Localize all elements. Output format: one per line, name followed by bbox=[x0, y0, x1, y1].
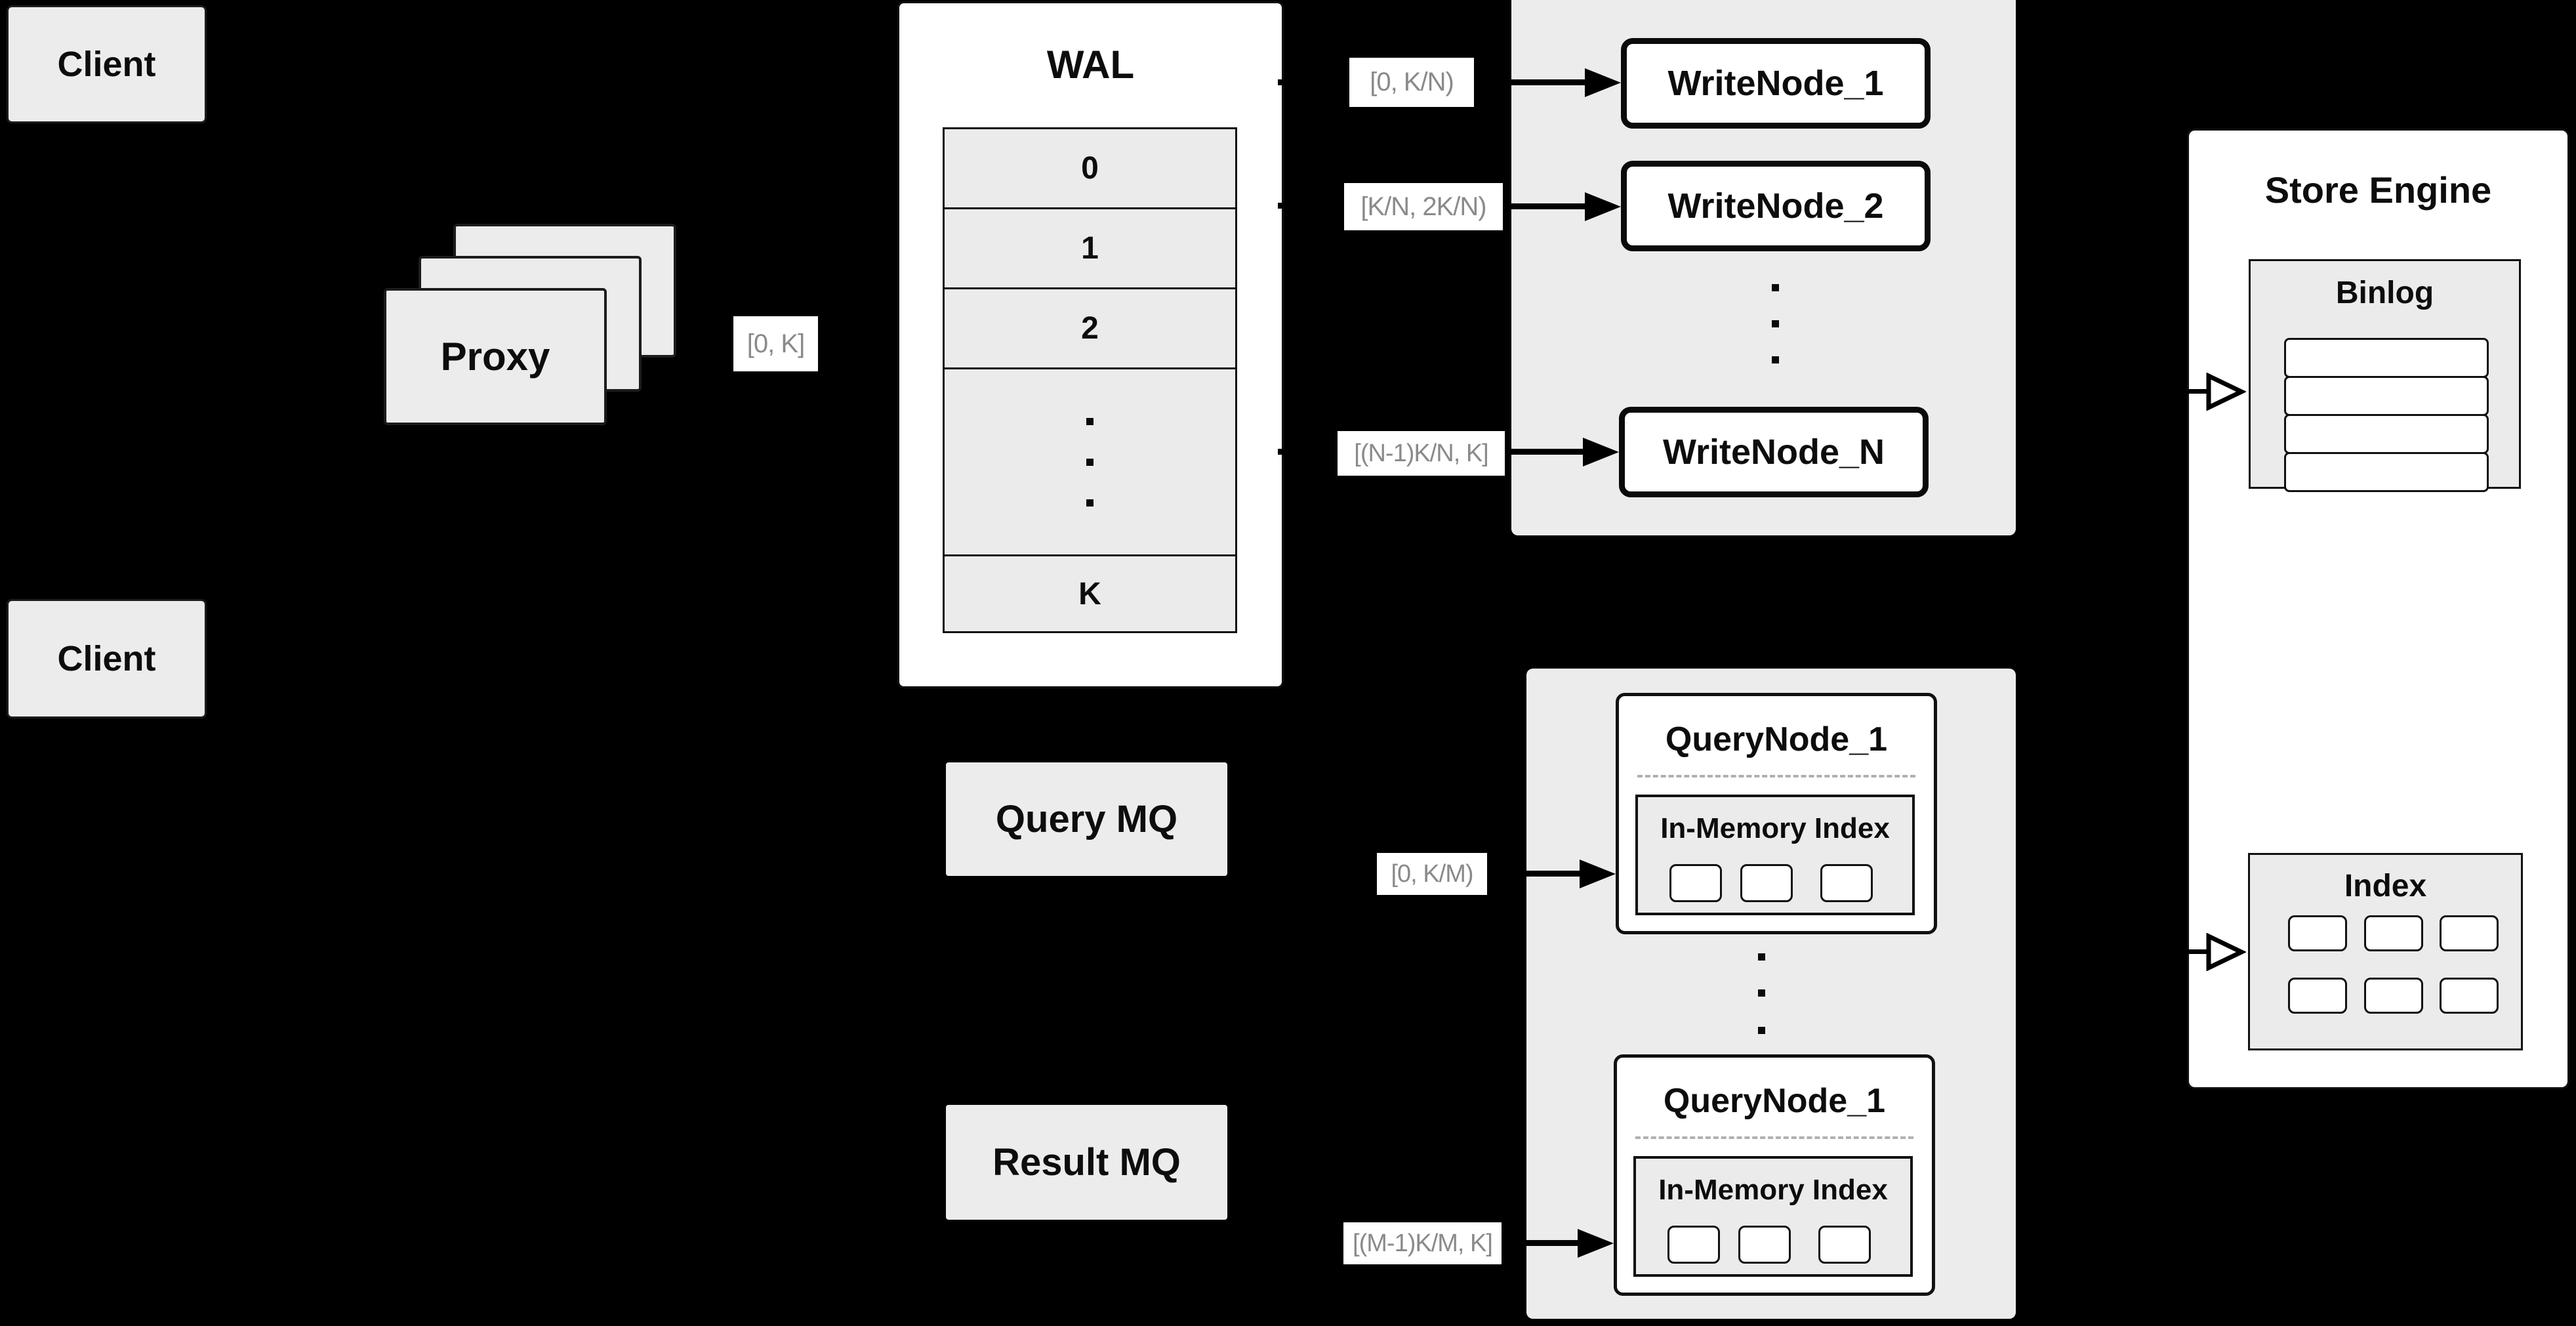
binlog-row bbox=[2284, 452, 2489, 492]
right-arrow-icon bbox=[1583, 438, 1619, 466]
range-label-writeN: [(N-1)K/N, K] bbox=[1338, 431, 1505, 476]
arrow-shaft-binlog bbox=[2158, 389, 2211, 394]
write-node-n: WriteNode_N bbox=[1619, 407, 1929, 497]
ellipsis-dot bbox=[1772, 284, 1779, 291]
wal-row-0: 0 bbox=[943, 127, 1237, 209]
range-label-write1-text: [0, K/N) bbox=[1370, 68, 1454, 96]
query-node-2-title: QueryNode_1 bbox=[1663, 1082, 1886, 1120]
index-title: Index bbox=[2344, 868, 2427, 903]
in-memory-index-box-1: In-Memory Index bbox=[1635, 795, 1915, 915]
range-label-write1: [0, K/N) bbox=[1349, 58, 1474, 107]
right-arrow-icon bbox=[1585, 68, 1621, 97]
ellipsis-dot bbox=[1086, 417, 1094, 425]
result-mq-box: Result MQ bbox=[946, 1105, 1227, 1220]
binlog-title: Binlog bbox=[2335, 275, 2434, 310]
binlog-row bbox=[2284, 338, 2489, 378]
right-arrow-icon bbox=[1580, 860, 1616, 888]
wal-row-2: 2 bbox=[943, 287, 1237, 369]
query-mq-label: Query MQ bbox=[995, 798, 1178, 840]
query-mq-box: Query MQ bbox=[946, 762, 1227, 876]
hollow-right-arrow-icon bbox=[2206, 933, 2246, 971]
arrow-shaft-write2 bbox=[1503, 203, 1585, 209]
binlog-row bbox=[2284, 414, 2489, 454]
in-memory-index-box-2: In-Memory Index bbox=[1633, 1156, 1913, 1277]
write-node-1-label: WriteNode_1 bbox=[1667, 64, 1884, 103]
wal-panel: WAL 0 1 2 K bbox=[897, 1, 1284, 688]
right-arrow-icon bbox=[1578, 1229, 1614, 1258]
index-cell bbox=[2440, 915, 2499, 951]
range-label-queryM: [(M-1)K/M, K] bbox=[1343, 1222, 1502, 1264]
query-node-2: QueryNode_1 In-Memory Index bbox=[1614, 1054, 1935, 1296]
ellipsis-dot bbox=[1086, 499, 1094, 507]
result-mq-label: Result MQ bbox=[992, 1141, 1181, 1184]
arrow-shaft-query1 bbox=[1487, 871, 1580, 877]
index-box: Index bbox=[2248, 853, 2523, 1050]
binlog-box: Binlog bbox=[2249, 259, 2521, 492]
index-cell bbox=[2288, 978, 2347, 1014]
client-top-label: Client bbox=[57, 45, 156, 84]
range-label-query1-text: [0, K/M) bbox=[1391, 860, 1473, 888]
in-memory-index-title-2: In-Memory Index bbox=[1658, 1174, 1888, 1206]
ellipsis-dot bbox=[1758, 953, 1765, 961]
segment-cell bbox=[1667, 1226, 1720, 1264]
segment-cell bbox=[1740, 864, 1793, 902]
segment-cell bbox=[1669, 864, 1722, 902]
ellipsis-dot bbox=[1772, 320, 1779, 327]
wal-row-0-label: 0 bbox=[1081, 151, 1099, 186]
write-node-n-label: WriteNode_N bbox=[1662, 432, 1885, 472]
hollow-right-arrow-icon bbox=[2206, 373, 2246, 411]
segment-cell bbox=[1738, 1226, 1791, 1264]
client-bottom-label: Client bbox=[57, 639, 156, 678]
range-label-write2-text: [K/N, 2K/N) bbox=[1360, 192, 1486, 221]
wal-row-1-label: 1 bbox=[1081, 231, 1099, 266]
arrow-shaft-index bbox=[2158, 949, 2211, 954]
ellipsis-dot bbox=[1758, 1027, 1765, 1034]
segment-cell bbox=[1818, 1226, 1871, 1264]
index-cell bbox=[2288, 915, 2347, 951]
wal-out-stub bbox=[1278, 79, 1288, 85]
range-label-query1: [0, K/M) bbox=[1377, 853, 1487, 895]
binlog-row bbox=[2284, 376, 2489, 416]
segment-cell bbox=[1820, 864, 1873, 902]
range-label-write2: [K/N, 2K/N) bbox=[1344, 183, 1503, 230]
write-node-2: WriteNode_2 bbox=[1621, 161, 1931, 251]
wal-row-k: K bbox=[943, 554, 1237, 633]
range-label-queryM-text: [(M-1)K/M, K] bbox=[1353, 1229, 1493, 1257]
ellipsis-dot bbox=[1758, 989, 1765, 997]
wal-row-ellipsis bbox=[943, 367, 1237, 556]
write-node-1: WriteNode_1 bbox=[1621, 38, 1931, 129]
right-arrow-icon bbox=[1585, 192, 1621, 221]
write-node-2-label: WriteNode_2 bbox=[1667, 186, 1884, 226]
range-label-proxy-wal: [0, K] bbox=[733, 316, 818, 371]
store-engine-title: Store Engine bbox=[2264, 169, 2492, 211]
arrow-shaft-write1 bbox=[1474, 79, 1585, 85]
index-cell bbox=[2364, 978, 2423, 1014]
dashed-divider bbox=[1637, 775, 1915, 777]
wal-row-k-label: K bbox=[1078, 576, 1101, 611]
index-cell bbox=[2364, 915, 2423, 951]
wal-row-2-label: 2 bbox=[1081, 311, 1099, 346]
dashed-divider bbox=[1635, 1136, 1913, 1139]
index-cell bbox=[2440, 978, 2499, 1014]
binlog-rows bbox=[2284, 338, 2489, 492]
ellipsis-dot bbox=[1772, 356, 1779, 363]
query-node-1-title: QueryNode_1 bbox=[1665, 720, 1888, 758]
wal-row-1: 1 bbox=[943, 207, 1237, 289]
in-memory-index-title-1: In-Memory Index bbox=[1660, 812, 1890, 844]
query-node-1: QueryNode_1 In-Memory Index bbox=[1616, 693, 1937, 934]
range-label-proxy-wal-text: [0, K] bbox=[746, 329, 805, 358]
wal-table: 0 1 2 K bbox=[943, 127, 1237, 633]
store-engine-panel: Store Engine Binlog Index bbox=[2187, 129, 2569, 1089]
client-box-bottom: Client bbox=[7, 599, 207, 718]
proxy-card-front: Proxy bbox=[384, 288, 607, 425]
wal-title: WAL bbox=[1046, 42, 1135, 87]
ellipsis-dot bbox=[1086, 458, 1094, 466]
arrow-shaft-queryM bbox=[1502, 1240, 1578, 1246]
proxy-label: Proxy bbox=[440, 335, 550, 379]
range-label-writeN-text: [(N-1)K/N, K] bbox=[1354, 439, 1488, 467]
client-box-top: Client bbox=[7, 5, 207, 123]
arrow-shaft-writeN bbox=[1505, 449, 1583, 455]
wal-out-stub bbox=[1278, 449, 1288, 455]
wal-out-stub bbox=[1278, 203, 1288, 209]
